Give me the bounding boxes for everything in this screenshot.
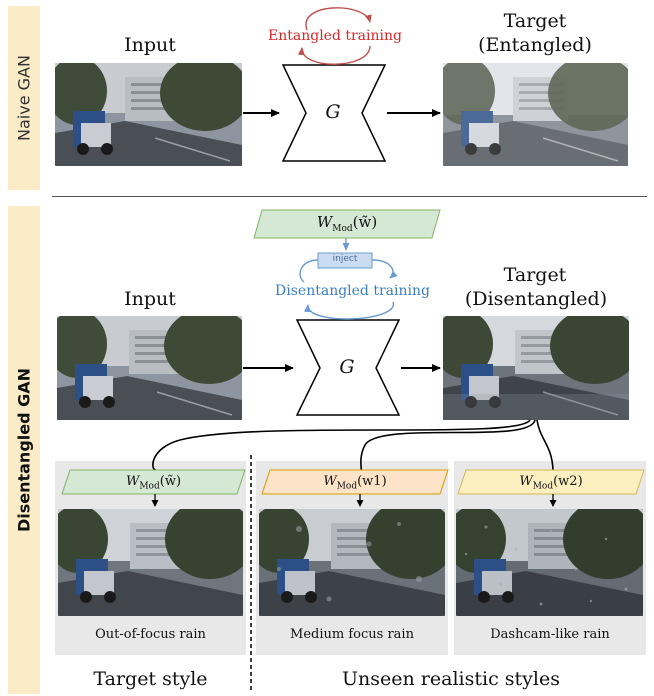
dis-input-label: Input (124, 288, 176, 310)
style-image-dashcam (456, 509, 643, 616)
entangled-training-label: Entangled training (268, 28, 402, 44)
dis-loop-left (299, 259, 319, 283)
footer-unseen-styles: Unseen realistic styles (342, 668, 560, 690)
style-box-1 (61, 469, 246, 495)
dis-loop-right (371, 259, 398, 279)
naive-generator-label: G (325, 101, 341, 123)
style-box-2 (261, 469, 449, 495)
style-box-3 (457, 469, 645, 495)
naive-target-label-1: Target (503, 10, 567, 32)
dis-loop-bottom (303, 301, 394, 320)
naive-target-image (443, 63, 628, 166)
curve-to-style-3 (536, 419, 554, 471)
dis-input-image (57, 316, 242, 420)
wmod-top-text: WMod(w̃) (316, 213, 378, 234)
curve-to-style-2 (360, 419, 536, 479)
dis-generator-shape (295, 319, 401, 416)
style-3-label: WMod(w2) (519, 474, 583, 492)
caption-medium-focus: Medium focus rain (290, 627, 414, 642)
dis-target-label-2: (Disentangled) (464, 288, 608, 310)
style-image-medium-focus (259, 509, 445, 616)
naive-generator-shape (281, 64, 387, 162)
dis-generator-label: G (339, 356, 355, 378)
entangled-loop-arrow (305, 7, 372, 31)
section-divider (52, 196, 647, 197)
naive-target-label-2: (Entangled) (478, 34, 592, 56)
naive-input-label: Input (124, 34, 176, 56)
caption-out-of-focus: Out-of-focus rain (95, 627, 206, 642)
style-2-label: WMod(w1) (323, 474, 387, 492)
naive-gan-band: Naive GAN (8, 6, 40, 190)
footer-target-style: Target style (93, 668, 208, 690)
entangled-loop-arrow-2 (297, 45, 371, 65)
naive-input-image (55, 63, 242, 166)
style-1-label: WMod(w̃) (125, 474, 182, 492)
wmod-top-box (253, 209, 441, 239)
inject-label: inject (332, 254, 358, 264)
dis-target-image (443, 316, 629, 420)
disentangled-gan-band: Disentangled GAN (8, 206, 40, 694)
curve-to-style-1 (152, 419, 531, 471)
dis-target-label-1: Target (503, 264, 567, 286)
style-image-out-of-focus (58, 509, 243, 616)
caption-dashcam: Dashcam-like rain (490, 627, 610, 642)
disentangled-training-label: Disentangled training (275, 283, 430, 299)
